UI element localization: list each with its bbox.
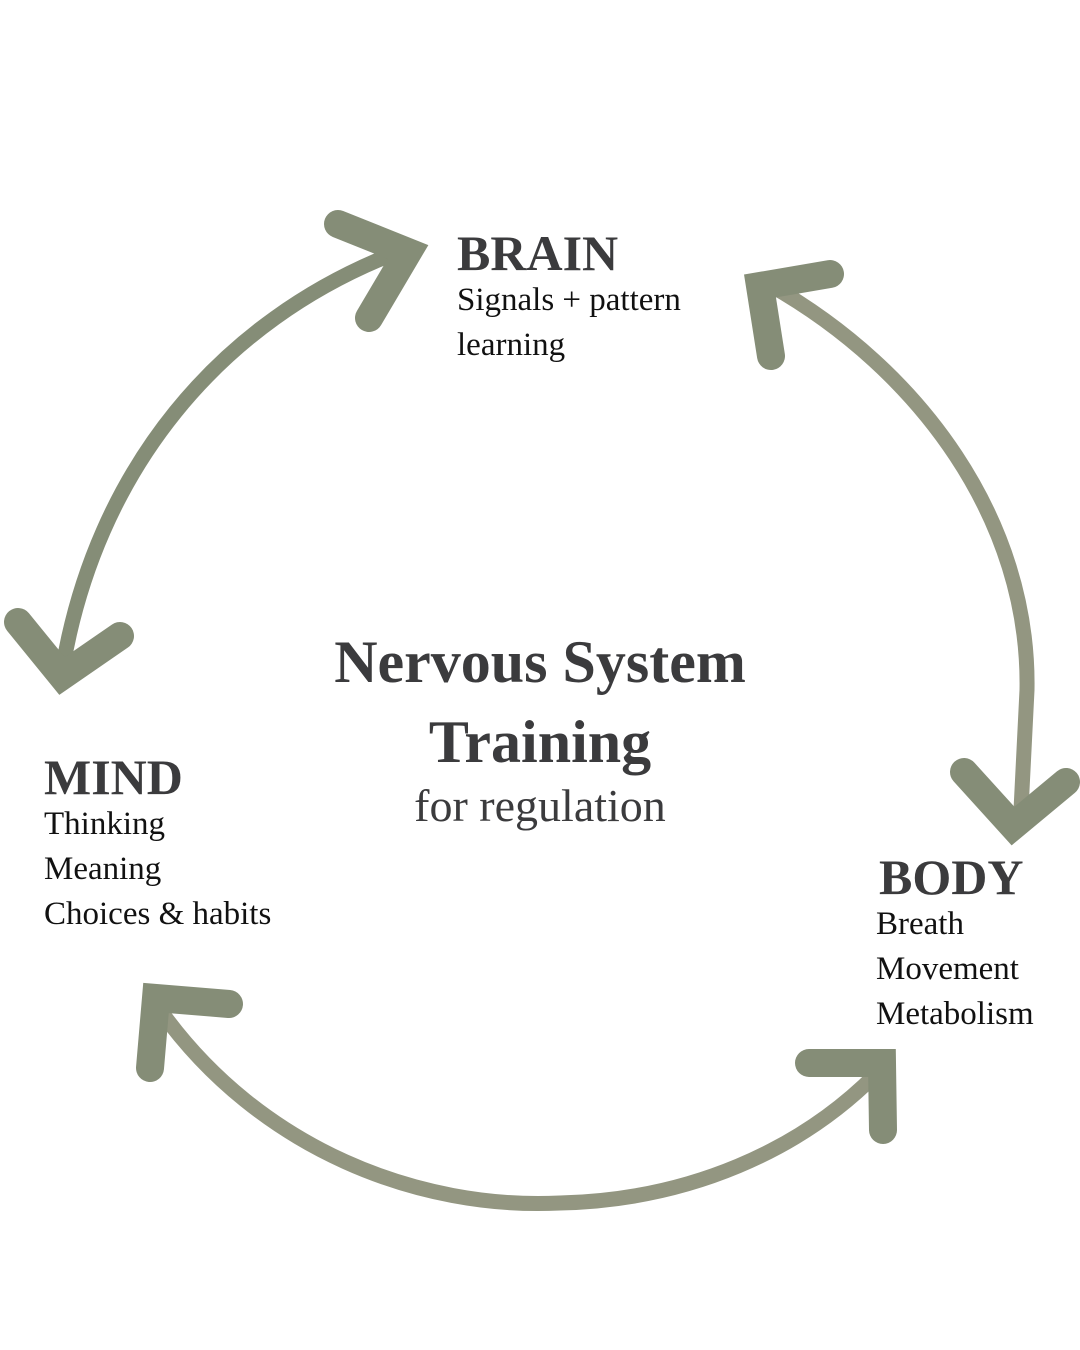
arrowhead-mind-top-icon [4,608,134,695]
arrow-mind-body [136,982,897,1212]
brain-line: Signals + pattern [457,282,681,318]
node-mind: MIND Thinking Meaning Choices & habits [44,752,271,937]
mind-line: Thinking [44,806,165,842]
mind-title: MIND [44,749,183,805]
arrowhead-body-bottom-icon [795,1049,897,1144]
arrowhead-brain-left-icon [324,210,429,332]
mind-line: Choices & habits [44,896,272,932]
arrowhead-mind-bottom-icon [136,982,243,1082]
body-line: Breath [876,906,964,942]
brain-title: BRAIN [457,225,619,281]
center-title-block: Nervous System Training for regulation [240,622,840,836]
arrow-mind-brain [4,210,429,695]
arrow-brain-body [744,260,1080,846]
center-title-line-2: Training [428,709,652,775]
arrow-mind-brain-shaft [54,244,401,674]
brain-line: learning [457,327,566,363]
body-title: BODY [879,849,1024,905]
arrowhead-brain-right-icon [744,260,844,370]
arrow-mind-body-shaft [153,1005,881,1212]
mind-line: Meaning [44,851,162,887]
arrowhead-body-top-icon [950,758,1080,846]
body-line: Metabolism [876,996,1034,1032]
center-subtitle: for regulation [414,780,666,831]
center-title-line-1: Nervous System [334,629,746,695]
arrow-brain-body-shaft [766,278,1035,831]
body-line: Movement [876,951,1019,987]
node-brain: BRAIN Signals + pattern learning [457,228,681,368]
node-body: BODY Breath Movement Metabolism [876,852,1034,1037]
